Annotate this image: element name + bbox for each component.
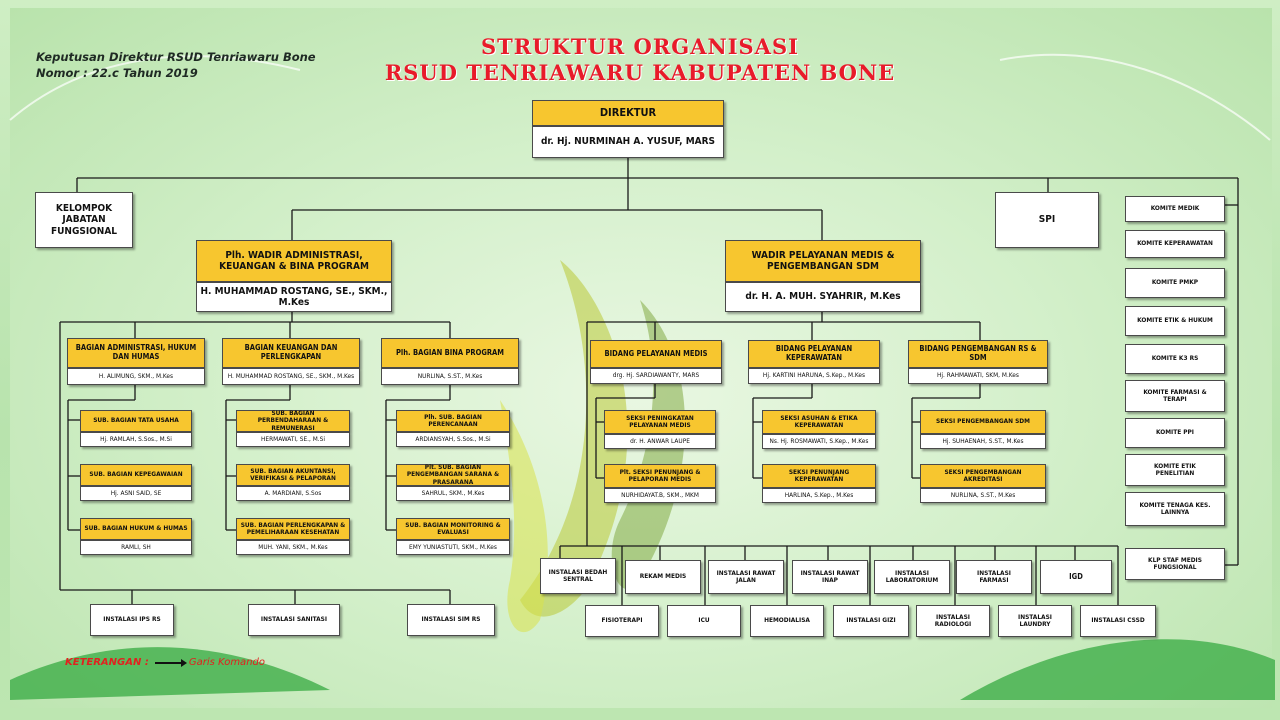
bagian-admin-title: BAGIAN ADMINISTRASI, HUKUM DAN HUMAS <box>67 338 205 368</box>
director-name: dr. Hj. NURMINAH A. YUSUF, MARS <box>532 126 724 158</box>
instalasi-sim-rs: INSTALASI SIM RS <box>407 604 495 636</box>
komite-medik: KOMITE MEDIK <box>1125 196 1225 222</box>
bagian-bina-program-name: NURLINA, S.ST., M.Kes <box>381 368 519 385</box>
fisioterapi: FISIOTERAPI <box>585 605 659 637</box>
subbagian-perencanaan-title: Plh. SUB. BAGIAN PERENCANAAN <box>396 410 510 432</box>
bidang-pengembangan-name: Hj. RAHMAWATI, SKM, M.Kes <box>908 368 1048 384</box>
decree-number: Nomor : 22.c Tahun 2019 <box>36 66 198 80</box>
wadir-pelayanan-title: WADIR PELAYANAN MEDIS & PENGEMBANGAN SDM <box>725 240 921 282</box>
instalasi-laundry: INSTALASI LAUNDRY <box>998 605 1072 637</box>
bidang-medis-name: drg. Hj. SARDIAWANTY, MARS <box>590 368 722 384</box>
subbagian-akuntansi-title: SUB. BAGIAN AKUNTANSI, VERIFIKASI & PELA… <box>236 464 350 486</box>
subbagian-perbendaharaan-title: SUB. BAGIAN PERBENDAHARAAN & REMUNERASI <box>236 409 350 432</box>
seksi-peningkatan-medis-name: dr. H. ANWAR LAUPE <box>604 434 716 449</box>
seksi-asuhan-name: Ns. Hj. ROSMAWATI, S.Kep., M.Kes <box>762 434 876 449</box>
bagian-admin-name: H. ALIMUNG, SKM., M.Kes <box>67 368 205 385</box>
subbagian-hukum-humas-title: SUB. BAGIAN HUKUM & HUMAS <box>80 518 192 540</box>
subbagian-perbendaharaan-name: HERMAWATI, SE., M.Si <box>236 432 350 447</box>
rekam-medis: REKAM MEDIS <box>625 560 701 594</box>
klp-staf-medis-fungsional: KLP STAF MEDIS FUNGSIONAL <box>1125 548 1225 580</box>
komite-tenaga-kes-lainnya: KOMITE TENAGA KES. LAINNYA <box>1125 492 1225 526</box>
subbagian-hukum-humas-name: RAMLI, SH <box>80 540 192 555</box>
subbagian-kepegawaian-name: Hj. ASNI SAID, SE <box>80 486 192 501</box>
hemodialisa: HEMODIALISA <box>750 605 824 637</box>
legend-label: KETERANGAN : <box>65 657 149 668</box>
bidang-pengembangan-title: BIDANG PENGEMBANGAN RS & SDM <box>908 340 1048 368</box>
instalasi-farmasi: INSTALASI FARMASI <box>956 560 1032 594</box>
director-title: DIREKTUR <box>532 100 724 126</box>
igd: IGD <box>1040 560 1112 594</box>
icu: ICU <box>667 605 741 637</box>
seksi-pengembangan-sdm-name: Hj. SUHAENAH, S.ST., M.Kes <box>920 434 1046 449</box>
instalasi-sanitasi: INSTALASI SANITASI <box>248 604 340 636</box>
instalasi-gizi: INSTALASI GIZI <box>833 605 909 637</box>
legend: KETERANGAN : Garis Komando <box>65 657 265 668</box>
instalasi-rawat-inap: INSTALASI RAWAT INAP <box>792 560 868 594</box>
bagian-keuangan-title: BAGIAN KEUANGAN DAN PERLENGKAPAN <box>222 338 360 368</box>
spi-box: SPI <box>995 192 1099 248</box>
komite-etik-penelitian: KOMITE ETIK PENELITIAN <box>1125 454 1225 486</box>
subbagian-perlengkapan-name: MUH. YANI, SKM., M.Kes <box>236 540 350 555</box>
komite-k3-rs: KOMITE K3 RS <box>1125 344 1225 374</box>
seksi-pengembangan-sdm-title: SEKSI PENGEMBANGAN SDM <box>920 410 1046 434</box>
legend-text: Garis Komando <box>188 657 265 668</box>
bagian-keuangan-name: H. MUHAMMAD ROSTANG, SE., SKM., M.Kes <box>222 368 360 385</box>
subbagian-sarana-title: Plt. SUB. BAGIAN PENGEMBANGAN SARANA & P… <box>396 463 510 486</box>
seksi-akreditasi-name: NURLINA, S.ST., M.Kes <box>920 488 1046 503</box>
subbagian-tata-usaha-title: SUB. BAGIAN TATA USAHA <box>80 410 192 432</box>
decree-line: Keputusan Direktur RSUD Tenriawaru Bone <box>36 50 316 64</box>
subbagian-monev-title: SUB. BAGIAN MONITORING & EVALUASI <box>396 518 510 540</box>
komite-ppi: KOMITE PPI <box>1125 418 1225 448</box>
subbagian-monev-name: EMY YUNIASTUTI, SKM., M.Kes <box>396 540 510 555</box>
chart-subtitle: RSUD TENRIAWARU KABUPATEN BONE <box>384 60 896 85</box>
subbagian-kepegawaian-title: SUB. BAGIAN KEPEGAWAIAN <box>80 464 192 486</box>
subbagian-perencanaan-name: ARDIANSYAH, S.Sos., M.Si <box>396 432 510 447</box>
seksi-penunjang-medis-title: Plt. SEKSI PENUNJANG & PELAPORAN MEDIS <box>604 464 716 488</box>
subbagian-sarana-name: SAHRUL, SKM., M.Kes <box>396 486 510 501</box>
bidang-keperawatan-name: Hj. KARTINI HARUNA, S.Kep., M.Kes <box>748 368 880 384</box>
seksi-peningkatan-medis-title: SEKSI PENINGKATAN PELAYANAN MEDIS <box>604 410 716 434</box>
chart-title: STRUKTUR ORGANISASI <box>481 34 799 59</box>
seksi-penunjang-medis-name: NURHIDAYAT.B, SKM., MKM <box>604 488 716 503</box>
instalasi-radiologi: INSTALASI RADIOLOGI <box>916 605 990 637</box>
bagian-bina-program-title: Plh. BAGIAN BINA PROGRAM <box>381 338 519 368</box>
arrow-right-icon <box>154 658 187 667</box>
subbagian-tata-usaha-name: Hj. RAMLAH, S.Sos., M.Si <box>80 432 192 447</box>
seksi-akreditasi-title: SEKSI PENGEMBANGAN AKREDITASI <box>920 464 1046 488</box>
bidang-medis-title: BIDANG PELAYANAN MEDIS <box>590 340 722 368</box>
seksi-penunjang-keperawatan-name: HARLINA, S.Kep., M.Kes <box>762 488 876 503</box>
wadir-pelayanan-name: dr. H. A. MUH. SYAHRIR, M.Kes <box>725 282 921 312</box>
subbagian-perlengkapan-title: SUB. BAGIAN PERLENGKAPAN & PEMELIHARAAN … <box>236 518 350 540</box>
seksi-penunjang-keperawatan-title: SEKSI PENUNJANG KEPERAWATAN <box>762 464 876 488</box>
wadir-admin-name: H. MUHAMMAD ROSTANG, SE., SKM., M.Kes <box>196 282 392 312</box>
wadir-admin-title: Plh. WADIR ADMINISTRASI, KEUANGAN & BINA… <box>196 240 392 282</box>
instalasi-ips-rs: INSTALASI IPS RS <box>90 604 174 636</box>
seksi-asuhan-title: SEKSI ASUHAN & ETIKA KEPERAWATAN <box>762 410 876 434</box>
komite-farmasi-terapi: KOMITE FARMASI & TERAPI <box>1125 380 1225 412</box>
instalasi-laboratorium: INSTALASI LABORATORIUM <box>874 560 950 594</box>
bidang-keperawatan-title: BIDANG PELAYANAN KEPERAWATAN <box>748 340 880 368</box>
subbagian-akuntansi-name: A. MARDIANI, S.Sos <box>236 486 350 501</box>
komite-keperawatan: KOMITE KEPERAWATAN <box>1125 230 1225 258</box>
komite-etik-hukum: KOMITE ETIK & HUKUM <box>1125 306 1225 336</box>
kelompok-jabatan-fungsional: KELOMPOK JABATAN FUNGSIONAL <box>35 192 133 248</box>
komite-pmkp: KOMITE PMKP <box>1125 268 1225 298</box>
instalasi-cssd: INSTALASI CSSD <box>1080 605 1156 637</box>
instalasi-rawat-jalan: INSTALASI RAWAT JALAN <box>708 560 784 594</box>
instalasi-bedah-sentral: INSTALASI BEDAH SENTRAL <box>540 558 616 594</box>
